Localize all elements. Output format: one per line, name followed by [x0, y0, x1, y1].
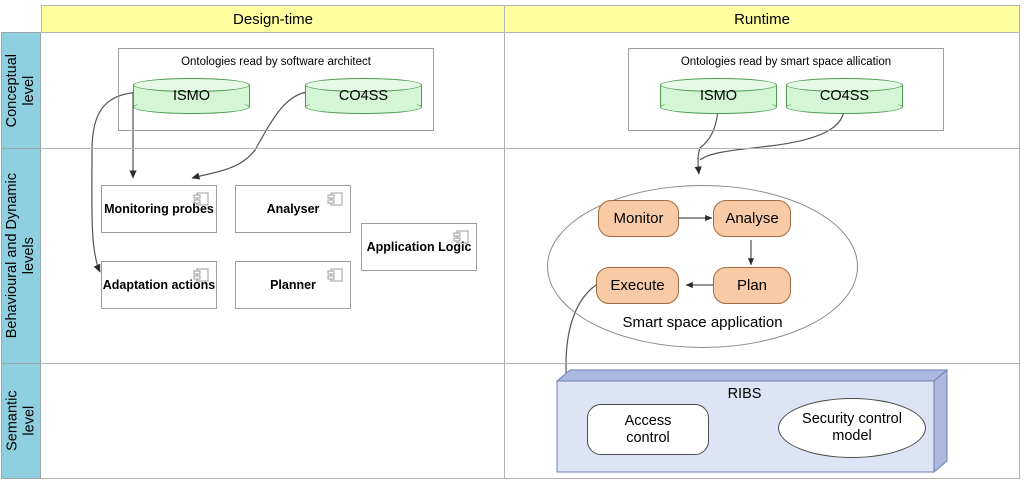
- uml-component-icon: [193, 268, 209, 282]
- ontology-cylinder-co4ss-design-label: CO4SS: [338, 88, 389, 104]
- mape-node-execute-label: Execute: [610, 277, 665, 294]
- level-label-conceptual-line2: level: [21, 75, 38, 106]
- cylinder-top: [305, 78, 422, 92]
- cylinder-top: [786, 78, 903, 92]
- level-label-behavioural-line1: Behavioural and Dynamic: [4, 173, 21, 339]
- access-control-label: Access control: [625, 413, 672, 446]
- level-label-behavioural-dynamic-text: Behavioural and Dynamic levels: [4, 173, 37, 338]
- grid-line-right: [1019, 5, 1020, 479]
- mape-node-analyse-label: Analyse: [725, 210, 779, 227]
- runtime-ontology-group: [628, 48, 944, 131]
- mape-node-plan[interactable]: Plan: [713, 267, 791, 304]
- uml-component-icon: [327, 268, 343, 282]
- security-control-model-label: Security control model: [802, 411, 902, 444]
- smart-space-application-ellipse: [547, 185, 858, 348]
- level-label-conceptual-text: Conceptual level: [4, 54, 37, 127]
- access-control-line1: Access: [624, 412, 672, 429]
- level-label-semantic-text: Semantic level: [4, 391, 37, 451]
- security-control-model-line1: Security control: [802, 411, 902, 428]
- level-label-conceptual: Conceptual level: [1, 32, 41, 149]
- uml-component-icon: [193, 192, 209, 206]
- level-label-conceptual-line1: Conceptual: [4, 53, 21, 128]
- cylinder-top: [133, 78, 250, 92]
- cylinder-bottom: [660, 100, 777, 114]
- component-application-logic-label: Application Logic: [366, 240, 472, 254]
- cylinder-bottom: [786, 100, 903, 114]
- mape-node-plan-label: Plan: [736, 277, 768, 294]
- uml-component-icon: [453, 230, 469, 244]
- level-label-semantic: Semantic level: [1, 363, 41, 479]
- level-label-semantic-line1: Semantic: [4, 390, 21, 452]
- cylinder-bottom: [133, 100, 250, 114]
- ontology-cylinder-co4ss-runtime-label: CO4SS: [819, 88, 870, 104]
- component-monitoring-probes[interactable]: Monitoring probes: [101, 185, 217, 233]
- mape-node-monitor[interactable]: Monitor: [598, 200, 679, 237]
- design-time-ontology-group-caption: Ontologies read by software architect: [181, 56, 371, 68]
- grid-line-bottom: [1, 478, 1020, 479]
- component-application-logic[interactable]: Application Logic: [361, 223, 477, 271]
- security-control-model-line2: model: [832, 428, 872, 444]
- ontology-cylinder-ismo-runtime: ISMO: [660, 78, 777, 114]
- ontology-cylinder-ismo-design-label: ISMO: [172, 88, 211, 104]
- ontology-cylinder-ismo-runtime-label: ISMO: [699, 88, 738, 104]
- grid-line-conceptual-bottom: [1, 148, 1020, 149]
- level-label-behavioural-dynamic: Behavioural and Dynamic levels: [1, 148, 41, 364]
- mape-node-monitor-label: Monitor: [613, 210, 664, 227]
- ontology-cylinder-co4ss-runtime: CO4SS: [786, 78, 903, 114]
- component-analyser-label: Analyser: [266, 202, 320, 216]
- phase-header-runtime: Runtime: [504, 5, 1020, 33]
- ontology-cylinder-co4ss-design: CO4SS: [305, 78, 422, 114]
- access-control-box[interactable]: Access control: [587, 404, 709, 455]
- component-adaptation-actions-label: Adaptation actions: [102, 278, 216, 292]
- level-label-behavioural-line2: levels: [21, 237, 38, 275]
- grid-line-behavioural-bottom: [1, 363, 1020, 364]
- component-analyser[interactable]: Analyser: [235, 185, 351, 233]
- runtime-ontology-group-caption: Ontologies read by smart space allicatio…: [680, 56, 892, 68]
- phase-header-design-time: Design-time: [41, 5, 505, 33]
- grid-line-phase-divider: [504, 5, 505, 479]
- ribs-title: RIBS: [727, 386, 762, 402]
- component-adaptation-actions[interactable]: Adaptation actions: [101, 261, 217, 309]
- component-planner[interactable]: Planner: [235, 261, 351, 309]
- component-planner-label: Planner: [270, 278, 316, 292]
- component-monitoring-probes-label: Monitoring probes: [104, 202, 214, 216]
- design-time-ontology-group: [118, 48, 434, 131]
- mape-node-execute[interactable]: Execute: [596, 267, 679, 304]
- security-control-model-oval[interactable]: Security control model: [778, 398, 926, 458]
- phase-header-runtime-label: Runtime: [734, 10, 790, 28]
- mape-node-analyse[interactable]: Analyse: [713, 200, 791, 237]
- level-label-semantic-line2: level: [21, 406, 38, 436]
- ontology-cylinder-ismo-design: ISMO: [133, 78, 250, 114]
- phase-header-design-time-label: Design-time: [232, 10, 314, 28]
- smart-space-application-caption: Smart space application: [622, 314, 783, 331]
- uml-component-icon: [327, 192, 343, 206]
- access-control-line2: control: [626, 429, 670, 446]
- cylinder-bottom: [305, 100, 422, 114]
- cylinder-top: [660, 78, 777, 92]
